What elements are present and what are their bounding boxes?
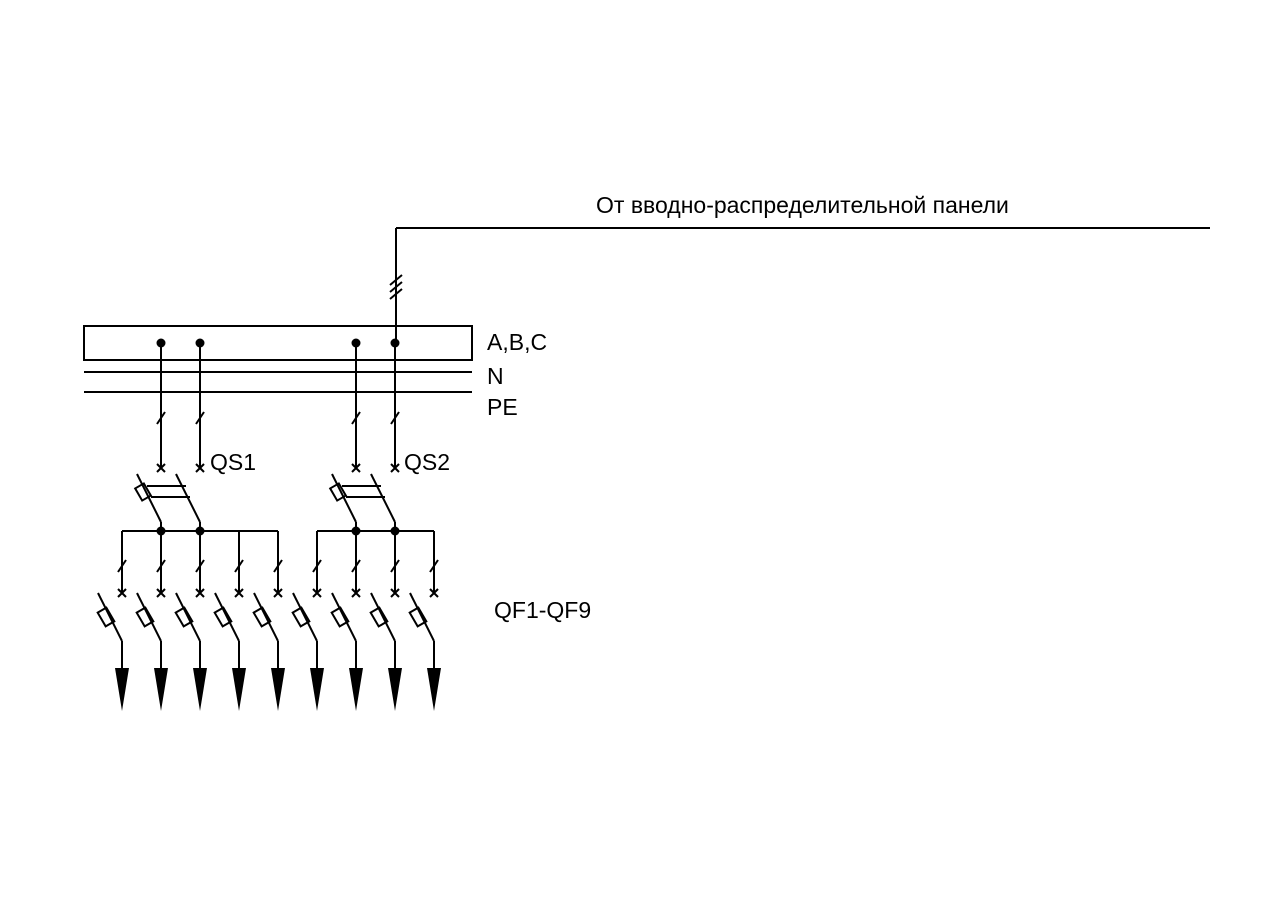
feeder-arrow <box>115 668 129 711</box>
feeder-arrow <box>349 668 363 711</box>
trip-element <box>133 482 153 502</box>
feeder-arrow <box>232 668 246 711</box>
breaker-qf2 <box>135 531 168 711</box>
switch-qs1 <box>133 338 205 536</box>
feeder-arrow <box>193 668 207 711</box>
switch-qs2 <box>328 338 400 536</box>
breaker-qf9 <box>408 531 441 711</box>
breakers-label: QF1-QF9 <box>494 597 591 623</box>
trip-element <box>135 606 155 628</box>
bus-n-label: N <box>487 363 504 389</box>
trip-element <box>369 606 389 628</box>
trip-element <box>408 606 428 628</box>
breaker-qf3 <box>174 531 207 711</box>
breaker-qf7 <box>330 531 363 711</box>
feeder-arrow <box>154 668 168 711</box>
bus-pe-label: PE <box>487 394 518 420</box>
trip-element <box>213 606 233 628</box>
feeder-arrow <box>427 668 441 711</box>
feeder-arrow <box>271 668 285 711</box>
trip-element <box>174 606 194 628</box>
source-label: От вводно-распределительной панели <box>596 192 1009 218</box>
feeder-arrow <box>388 668 402 711</box>
trip-element <box>252 606 272 628</box>
breaker-qf5 <box>252 531 285 711</box>
switch-2-label: QS2 <box>404 449 450 475</box>
breaker-qf6 <box>291 531 324 711</box>
incoming-feeder <box>389 227 1210 343</box>
breaker-qf4 <box>213 531 246 711</box>
breaker-qf1 <box>96 531 129 711</box>
outgoing-breakers <box>96 530 441 711</box>
busbar-abc <box>83 325 473 361</box>
feeder-arrow <box>310 668 324 711</box>
switch-1-label: QS1 <box>210 449 256 475</box>
main-switches <box>133 338 400 536</box>
bus-abc-label: A,B,C <box>487 329 547 355</box>
trip-element <box>291 606 311 628</box>
trip-element <box>328 482 348 502</box>
trip-element <box>96 606 116 628</box>
trip-element <box>330 606 350 628</box>
breaker-qf8 <box>369 531 402 711</box>
